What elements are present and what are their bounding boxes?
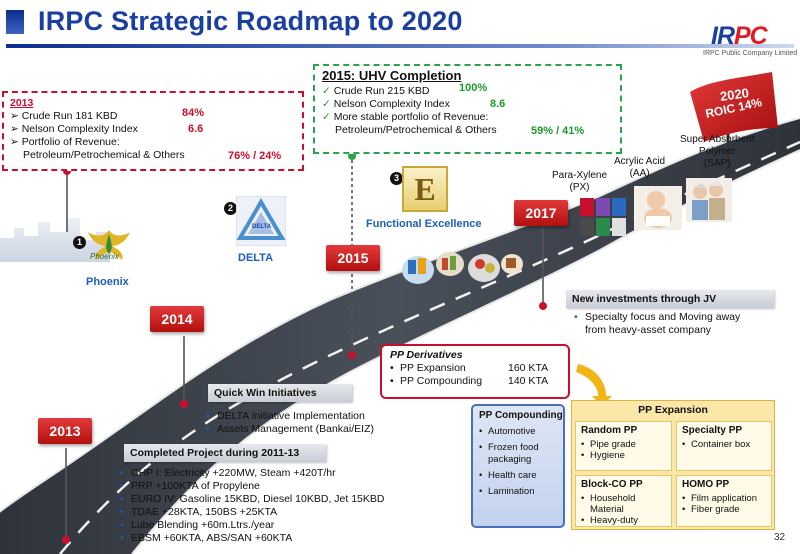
jv-heading: New investments through JV <box>566 290 774 308</box>
crude-2015-value: 100% <box>459 82 488 94</box>
aa-baby-image <box>634 186 682 230</box>
pp-compounding-box: PP Compounding Automotive Frozen food pa… <box>471 404 565 528</box>
phoenix-bird-icon <box>88 230 130 260</box>
completed-project-item: PRP +100KTA of Propylene <box>120 480 384 493</box>
completed-project-item: EBSM +60KTA, ABS/SAN +60KTA <box>120 532 384 545</box>
excellence-e-glyph: E <box>414 171 436 207</box>
product-px: Para-Xylene (PX) <box>552 170 608 193</box>
quick-win-item: Assets Management (Bankai/EIZ) <box>206 423 374 436</box>
clothing-icon <box>580 198 626 236</box>
delta-logo: DELTA <box>235 195 287 247</box>
page-title: IRPC Strategic Roadmap to 2020 <box>38 6 463 36</box>
status-2013-heading: 2013 <box>10 97 34 109</box>
baby-icon <box>634 186 682 230</box>
title-divider <box>6 44 794 48</box>
jv-bullets: Specialty focus and Moving away from hea… <box>574 311 740 337</box>
status-2013-nelson: ➢ Nelson Complexity Index 6.6 <box>10 123 204 135</box>
block-co-pp-cell: Block-CO PP Household Material Heavy-dut… <box>575 475 672 527</box>
pp-compounding-item: Frozen food packaging <box>479 442 557 466</box>
pp-derivative-item: PP Expansion 160 KTA <box>390 362 560 375</box>
pp-compounding-item: Lamination <box>479 486 557 498</box>
status-2015-box: 2015: UHV Completion ✓ Crude Run 215 KBD… <box>313 64 622 154</box>
road-edge-line <box>0 117 800 513</box>
logo-brand-right: PC <box>734 22 768 50</box>
completed-projects-heading: Completed Project during 2011-13 <box>124 444 326 462</box>
specialty-pp-cell: Specialty PP Container box <box>676 421 772 471</box>
pp-derivatives-box: PP Derivatives PP Expansion 160 KTA PP C… <box>380 344 570 399</box>
consumer-products-icon <box>402 252 523 284</box>
pp-compounding-heading: PP Compounding <box>479 410 563 421</box>
pp-derivatives-heading: PP Derivatives <box>390 349 463 361</box>
status-2015-nelson: ✓ Nelson Complexity Index 8.6 <box>322 98 506 110</box>
nelson-2013-value: 6.6 <box>188 123 204 135</box>
phoenix-logo-text: Phoenix <box>90 252 119 261</box>
initiative-label-functional-excellence: Functional Excellence <box>366 218 482 230</box>
status-2015-portfolio: ✓ More stable portfolio of Revenue: <box>322 111 489 123</box>
portfolio-2015-value: 59% / 41% <box>531 125 585 137</box>
elderly-couple-icon <box>686 178 732 222</box>
completed-projects-list: CHP I: Electricity +220MW, Steam +420T/h… <box>120 467 384 545</box>
completed-project-item: EURO IV: Gasoline 15KBD, Diesel 10KBD, J… <box>120 493 384 506</box>
pp-derivative-item: PP Compounding 140 KTA <box>390 375 560 388</box>
quick-win-item: DELTA Initiative Implementation <box>206 410 374 423</box>
jv-bullet-1-cont: from heavy-asset company <box>585 324 712 336</box>
status-2015-crude: ✓ Crude Run 215 KBD 100% <box>322 82 488 97</box>
px-clothing-image <box>578 194 630 240</box>
pp-expansion-heading: PP Expansion <box>638 404 708 416</box>
title-accent-bar <box>6 10 24 34</box>
quick-win-heading: Quick Win Initiatives <box>208 384 352 402</box>
initiative-number-3: 3 <box>390 172 403 185</box>
completed-project-item: CHP I: Electricity +220MW, Steam +420T/h… <box>120 467 384 480</box>
page-number: 32 <box>774 532 786 543</box>
pp-expansion-box: PP Expansion Random PP Pipe grade Hygien… <box>571 400 775 530</box>
initiative-number-2: 2 <box>224 202 237 215</box>
sap-elderly-image <box>686 178 732 222</box>
product-sap: Super Absorbent Polymer (SAP) <box>680 134 755 169</box>
delta-triangle-icon <box>235 195 287 247</box>
initiative-label-delta: DELTA <box>238 252 274 264</box>
random-pp-cell: Random PP Pipe grade Hygiene <box>575 421 672 471</box>
quick-win-list: DELTA Initiative Implementation Assets M… <box>206 410 374 436</box>
initiative-number-1: 1 <box>73 236 86 249</box>
status-2015-heading: 2015: UHV Completion <box>322 68 462 83</box>
year-tag-2015: 2015 <box>326 245 380 271</box>
initiative-label-phoenix: Phoenix <box>86 276 129 288</box>
year-tag-2014: 2014 <box>150 306 204 332</box>
logo-subtitle: IRPC Public Company Limited <box>703 50 798 57</box>
phoenix-logo: Phoenix <box>84 224 134 270</box>
milestone-connectors <box>65 154 544 540</box>
year-tag-2013: 2013 <box>38 418 92 444</box>
functional-excellence-logo: E <box>402 166 448 212</box>
logo-brand-left: IR <box>711 22 735 50</box>
pp-compounding-item: Health care <box>479 470 557 482</box>
city-skyline <box>0 218 110 262</box>
crude-2013-value: 84% <box>182 107 205 119</box>
homo-pp-cell: HOMO PP Film application Fiber grade <box>676 475 772 527</box>
status-2013-portfolio-sub: Petroleum/Petrochemical & Others 76% / 2… <box>23 149 282 162</box>
product-aa: Acrylic Acid (AA) <box>614 156 666 179</box>
status-2013-crude: ➢ Crude Run 181 KBD 84% <box>10 107 205 122</box>
status-2013-portfolio: ➢ Portfolio of Revenue: <box>10 136 120 148</box>
completed-project-item: TDAE +28KTA, 150BS +25KTA <box>120 506 384 519</box>
irpc-logo: IRPC <box>711 22 768 51</box>
status-2013-box: 2013 ➢ Crude Run 181 KBD 84% ➢ Nelson Co… <box>2 91 304 171</box>
delta-logo-text: DELTA <box>252 224 272 230</box>
pp-compounding-item: Automotive <box>479 426 557 438</box>
pp-arrow <box>576 364 612 406</box>
status-2015-portfolio-sub: Petroleum/Petrochemical & Others 59% / 4… <box>335 124 585 137</box>
consumer-products-images <box>400 244 524 290</box>
nelson-2015-value: 8.6 <box>490 98 506 110</box>
year-tag-2017: 2017 <box>514 200 568 226</box>
completed-project-item: Lube Blending +60m.Ltrs./year <box>120 519 384 532</box>
jv-bullet-1: Specialty focus and Moving away <box>574 311 740 324</box>
roic-flag <box>690 72 778 142</box>
portfolio-2013-value: 76% / 24% <box>228 150 282 162</box>
